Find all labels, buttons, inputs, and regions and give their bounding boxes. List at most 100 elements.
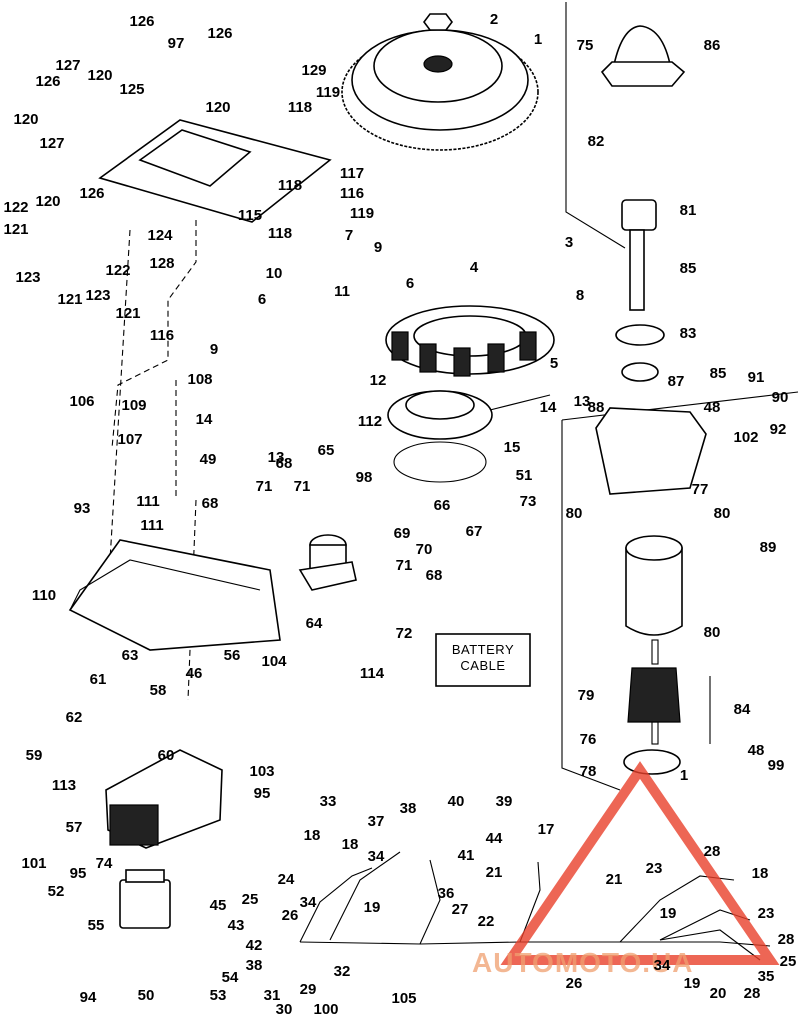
- part-callout: 117: [340, 165, 364, 182]
- flywheel: [341, 13, 539, 151]
- part-callout: 23: [758, 905, 775, 922]
- part-callout: 103: [249, 763, 274, 780]
- part-callout: 50: [138, 987, 155, 1004]
- part-callout: 63: [122, 647, 139, 664]
- part-callout: 32: [334, 963, 351, 980]
- part-callout: 64: [306, 615, 323, 632]
- part-callout: 95: [70, 865, 87, 882]
- part-callout: 62: [66, 709, 83, 726]
- part-callout: 41: [458, 847, 475, 864]
- part-callout: 39: [496, 793, 513, 810]
- part-callout: 68: [202, 495, 219, 512]
- part-callout: 125: [119, 81, 144, 98]
- part-callout: 48: [748, 742, 765, 759]
- part-callout: 13: [574, 393, 591, 410]
- part-callout: 114: [360, 665, 385, 682]
- part-callout: 61: [90, 671, 107, 688]
- part-callout: 29: [300, 981, 317, 998]
- part-callout: 93: [74, 500, 91, 517]
- part-callout: 118: [268, 225, 292, 242]
- part-callout: 60: [158, 747, 175, 764]
- part-callout: 28: [744, 985, 761, 1002]
- part-callout: 65: [318, 442, 335, 459]
- wiring-harness: [299, 851, 771, 961]
- part-callout: 34: [654, 957, 671, 974]
- part-callout: 127: [39, 135, 64, 152]
- part-callout: 80: [704, 624, 721, 641]
- part-callout: 82: [588, 133, 605, 150]
- part-callout: 84: [734, 701, 751, 718]
- part-callout: 38: [246, 957, 263, 974]
- retaining-ring: [393, 441, 487, 483]
- part-callout: 30: [276, 1001, 293, 1018]
- part-callout: 51: [516, 467, 533, 484]
- part-callout: 10: [266, 265, 283, 282]
- part-callout: 120: [87, 67, 112, 84]
- part-callout: 118: [288, 99, 312, 116]
- part-callout: 78: [580, 763, 597, 780]
- part-callout: 24: [278, 871, 295, 888]
- part-callout: 76: [580, 731, 597, 748]
- part-callout: 52: [48, 883, 65, 900]
- part-callout: 72: [396, 625, 413, 642]
- starter-drive: [615, 199, 665, 382]
- part-callout: 92: [770, 421, 787, 438]
- part-callout: 99: [768, 757, 785, 774]
- part-callout: 97: [168, 35, 185, 52]
- part-callout: 106: [69, 393, 94, 410]
- part-callout: 49: [200, 451, 217, 468]
- part-callout: 21: [606, 871, 623, 888]
- starter-group-outline: [561, 2, 799, 791]
- part-callout: 129: [301, 62, 326, 79]
- part-callout: 109: [121, 397, 146, 414]
- part-callout: 120: [35, 193, 60, 210]
- part-callout: 98: [356, 469, 373, 486]
- part-callout: 55: [88, 917, 105, 934]
- part-callout: 108: [187, 371, 212, 388]
- part-callout: 9: [210, 341, 218, 358]
- part-callout: 128: [149, 255, 174, 272]
- part-callout: 116: [150, 327, 174, 344]
- part-callout: 53: [210, 987, 227, 1004]
- part-callout: 85: [710, 365, 727, 382]
- part-callout: 73: [520, 493, 537, 510]
- battery-cable-line1: BATTERY: [452, 642, 514, 657]
- part-callout: 17: [538, 821, 555, 838]
- part-callout: 45: [210, 897, 227, 914]
- starter-end-plate: [623, 749, 681, 775]
- part-callout: 22: [478, 913, 495, 930]
- part-callout: 56: [224, 647, 241, 664]
- part-callout: 20: [710, 985, 727, 1002]
- part-callout: 110: [32, 587, 56, 604]
- part-callout: 35: [758, 968, 775, 985]
- part-callout: 80: [714, 505, 731, 522]
- part-callout: 91: [748, 369, 765, 386]
- part-callout: 112: [358, 413, 382, 430]
- part-callout: 14: [540, 399, 557, 416]
- power-pack-cover: [98, 119, 332, 223]
- part-callout: 120: [205, 99, 230, 116]
- part-callout: 2: [490, 11, 498, 28]
- part-callout: 105: [391, 990, 416, 1007]
- part-callout: 127: [55, 57, 80, 74]
- part-callout: 94: [80, 989, 97, 1006]
- part-callout: 18: [752, 865, 769, 882]
- part-callout: 37: [368, 813, 385, 830]
- part-callout: 86: [704, 37, 721, 54]
- part-callout: 79: [578, 687, 595, 704]
- part-callout: 4: [470, 259, 479, 276]
- part-callout: 74: [96, 855, 113, 872]
- part-callout: 25: [242, 891, 259, 908]
- part-callout: 101: [21, 855, 46, 872]
- part-callout: 119: [350, 205, 374, 222]
- part-callout: 34: [368, 848, 385, 865]
- watermark-text: AUTOMOTO.UA: [472, 947, 694, 978]
- starter-housing: [595, 407, 707, 636]
- part-callout: 18: [342, 836, 359, 853]
- part-callout: 68: [426, 567, 443, 584]
- part-callout: 46: [186, 665, 203, 682]
- part-callout: 42: [246, 937, 263, 954]
- part-callout: 70: [416, 541, 433, 558]
- part-callout: 9: [374, 239, 382, 256]
- rectifier: [105, 749, 223, 849]
